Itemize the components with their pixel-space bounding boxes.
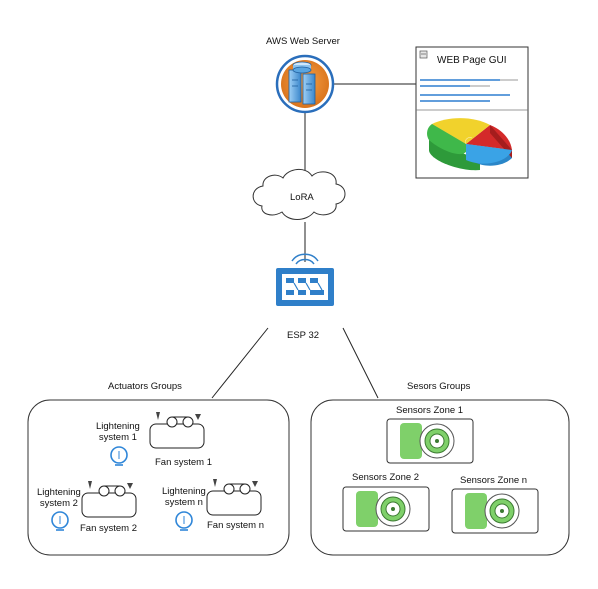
lora-label: LoRA (290, 192, 314, 203)
lightbulb-n-icon (175, 511, 193, 531)
sensor-zone-2-label: Sensors Zone 2 (352, 472, 420, 483)
lightbulb-2-icon (51, 511, 69, 531)
link-esp-actuators (211, 327, 269, 399)
fan-system-2-label: Fan system 2 (80, 523, 138, 534)
window-icon (419, 50, 428, 59)
sensor-zone-1 (386, 418, 474, 464)
fan-system-n-label: Fan system n (207, 520, 265, 531)
progress-lines (420, 79, 518, 102)
lightening-1-label: Lightening system 1 (96, 421, 140, 443)
sensor-zone-n-label: Sensors Zone n (460, 475, 528, 486)
lightening-2-label: Lightening system 2 (37, 487, 81, 509)
gui-title: WEB Page GUI (437, 55, 507, 66)
sensor-zone-1-label: Sensors Zone 1 (396, 405, 464, 416)
server-label: AWS Web Server (266, 36, 340, 47)
fan-system-1-label: Fan system 1 (155, 457, 213, 468)
sensor-zone-n (451, 488, 539, 534)
fan-system-n-icon (206, 479, 262, 516)
link-esp-sensors (342, 327, 379, 399)
esp-label: ESP 32 (287, 330, 320, 341)
web-gui-window (415, 46, 529, 179)
sensor-zone-2 (342, 486, 430, 532)
fan-system-2-icon (81, 481, 137, 518)
actuators-group-box (27, 399, 290, 556)
sensors-group-label: Sesors Groups (407, 381, 471, 392)
lora-cloud-shape (252, 169, 346, 220)
lightbulb-1-icon (110, 446, 128, 466)
connector-lines (211, 83, 416, 399)
pie-chart-icon (427, 118, 512, 171)
fan-system-1-icon (149, 412, 205, 449)
lightening-n-label: Lightening system n (162, 486, 206, 508)
actuators-group-label: Actuators Groups (108, 381, 182, 392)
aws-server-icon (275, 54, 335, 114)
esp32-chip-icon (276, 253, 334, 306)
